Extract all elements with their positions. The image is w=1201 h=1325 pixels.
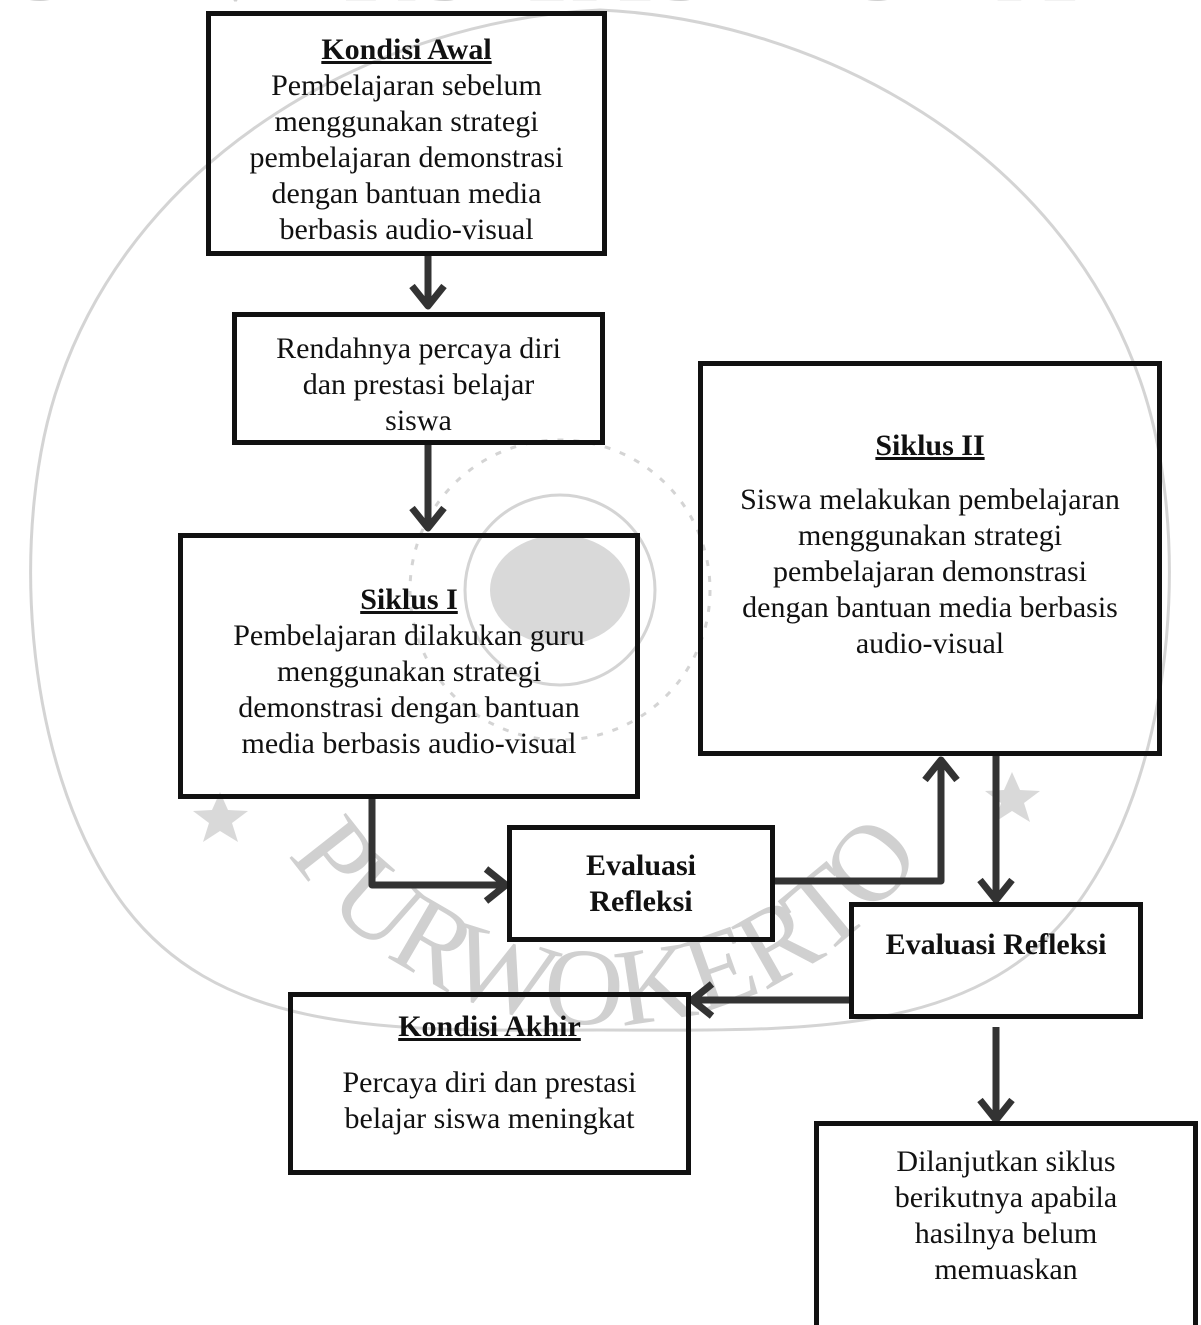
arrowhead-siklus2-to-evaluasi2: [977, 877, 1015, 904]
arrowhead-evaluasi2-to-kondisiakhir: [688, 981, 715, 1019]
siklus-2-text: Siswa melakukan pembelajaran menggunakan…: [740, 483, 1120, 660]
dilanjutkan-text: Dilanjutkan siklus berikutnya apabila ha…: [894, 1145, 1118, 1286]
arrowhead-rendahnya-to-siklus1: [409, 505, 447, 532]
kondisi-awal-title: Kondisi Awal: [321, 33, 492, 66]
arrowhead-evaluasi1-to-siklus2: [922, 756, 960, 783]
box-dilanjutkan: Dilanjutkan siklus berikutnya apabila ha…: [814, 1121, 1198, 1325]
box-evaluasi-refleksi-2: Evaluasi Refleksi: [849, 902, 1143, 1019]
evaluasi-1-label: Evaluasi Refleksi: [585, 849, 697, 918]
kondisi-awal-text: Pembelajaran sebelum menggunakan strateg…: [249, 69, 564, 246]
box-kondisi-akhir: Kondisi Akhir Percaya diri dan prestasi …: [288, 992, 691, 1175]
box-kondisi-awal: Kondisi Awal Pembelajaran sebelum menggu…: [206, 11, 607, 256]
rendahnya-text: Rendahnya percaya diri dan prestasi bela…: [276, 332, 561, 437]
arrowhead-siklus1-to-evaluasi1: [483, 866, 510, 904]
arrowhead-evaluasi2-to-dilanjutkan: [977, 1097, 1015, 1124]
siklus-1-text: Pembelajaran dilakukan guru menggunakan …: [233, 619, 585, 760]
kondisi-akhir-title: Kondisi Akhir: [398, 1010, 581, 1043]
siklus-2-title: Siklus II: [875, 429, 985, 462]
arrowhead-awal-to-rendahnya: [409, 283, 447, 310]
box-siklus-1: Siklus I Pembelajaran dilakukan guru men…: [178, 533, 640, 799]
kondisi-akhir-text: Percaya diri dan prestasi belajar siswa …: [342, 1066, 637, 1135]
box-rendahnya: Rendahnya percaya diri dan prestasi bela…: [232, 312, 605, 445]
siklus-1-title: Siklus I: [360, 583, 458, 616]
evaluasi-2-label: Evaluasi Refleksi: [885, 928, 1107, 961]
arrow-siklus1-to-evaluasi1: [368, 798, 504, 889]
arrow-evaluasi1-to-siklus2: [772, 762, 945, 885]
box-siklus-2: Siklus II Siswa melakukan pembelajaran m…: [698, 361, 1162, 756]
box-evaluasi-refleksi-1: Evaluasi Refleksi: [507, 825, 775, 942]
